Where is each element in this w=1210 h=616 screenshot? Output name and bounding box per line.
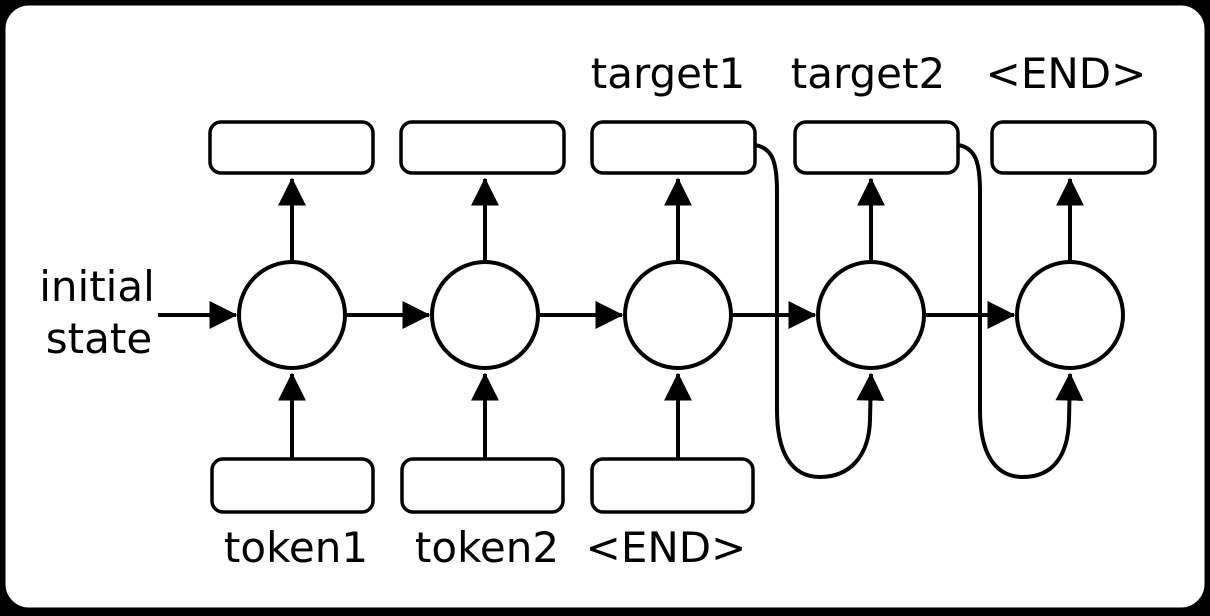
- output-label-end: <END>: [986, 49, 1147, 98]
- output-label-target1: target1: [591, 49, 745, 98]
- rnn-cells: [237, 260, 1125, 370]
- rnn-cell-4: [816, 260, 926, 370]
- rnn-cell-1: [237, 260, 347, 370]
- rnn-cell-5: [1015, 260, 1125, 370]
- input-label-token2: token2: [415, 523, 559, 572]
- input-boxes: [210, 457, 755, 514]
- output-box-3: [590, 120, 757, 175]
- rnn-cell-2: [430, 260, 540, 370]
- output-box-5: [990, 120, 1157, 175]
- initial-state-label-line2: state: [46, 314, 152, 363]
- connectors: [158, 143, 1084, 480]
- feedback-arrow-target1: [754, 143, 885, 480]
- output-box-1: [208, 120, 375, 175]
- rnn-cell-3: [623, 260, 733, 370]
- initial-state-label-line1: initial: [39, 262, 155, 311]
- output-box-2: [399, 120, 566, 175]
- output-box-4: [793, 120, 960, 175]
- input-label-end: <END>: [586, 523, 747, 572]
- input-box-3: [590, 457, 755, 514]
- labels: initial state target1 target2 <END> toke…: [39, 49, 1146, 572]
- input-box-1: [210, 457, 375, 514]
- input-box-2: [400, 457, 565, 514]
- input-label-token1: token1: [224, 523, 368, 572]
- output-label-target2: target2: [791, 49, 945, 98]
- output-boxes: [208, 120, 1157, 175]
- feedback-arrow-target2: [957, 143, 1084, 480]
